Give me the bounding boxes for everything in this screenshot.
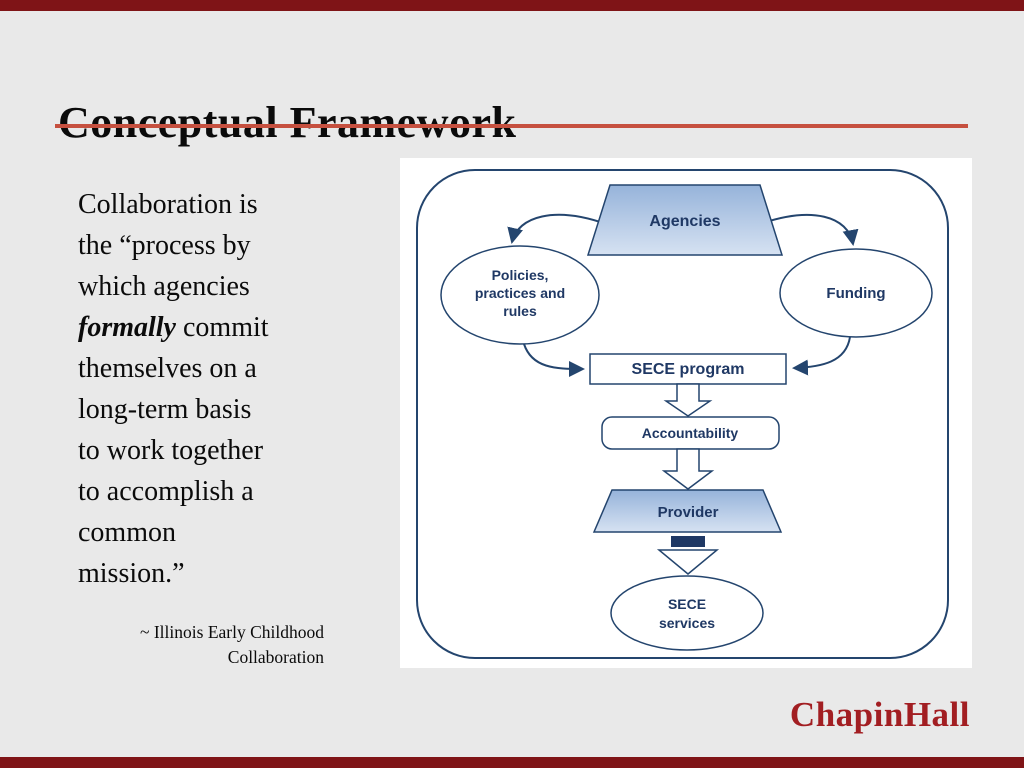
diagram-svg: Agencies Policies, practices and rules F… xyxy=(416,169,949,659)
sece-program-label: SECE program xyxy=(632,361,745,378)
policies-label-line1: Policies, xyxy=(492,267,549,283)
policies-label-line2: practices and xyxy=(475,285,565,301)
conceptual-framework-diagram: Agencies Policies, practices and rules F… xyxy=(400,158,972,668)
arrow-agencies-to-policies xyxy=(507,213,607,244)
quote-line: to work together xyxy=(78,435,264,466)
quote-emphasis: formally xyxy=(78,312,176,343)
bottom-edge-bar xyxy=(0,757,1024,768)
arrow-funding-to-sece-program xyxy=(792,336,851,376)
quote-attribution: ~ Illinois Early Childhood Collaboration xyxy=(76,620,324,670)
quote-line: Collaboration is xyxy=(78,189,258,220)
top-edge-bar xyxy=(0,0,1024,11)
quote-line: themselves on a xyxy=(78,353,257,384)
sece-services-label-line2: services xyxy=(659,615,715,631)
quote-line-rest: commit xyxy=(176,312,269,343)
provider-node xyxy=(592,489,783,533)
quote-line: which agencies xyxy=(78,271,250,302)
sece-services-node xyxy=(610,575,764,651)
attribution-line: ~ Illinois Early Childhood xyxy=(140,622,324,642)
quote-line: formally commit xyxy=(78,307,338,348)
policies-label-line3: rules xyxy=(503,303,537,319)
quote-line: to accomplish a xyxy=(78,476,254,507)
quote-text: Collaboration is the “process by which a… xyxy=(78,184,338,594)
funding-label: Funding xyxy=(826,285,885,302)
block-arrow-provider-to-services xyxy=(656,549,720,575)
provider-services-connector-bar xyxy=(671,536,705,547)
quote-line: mission.” xyxy=(78,558,185,589)
quote-line: common xyxy=(78,517,176,548)
diagram-border xyxy=(416,169,949,659)
title-underline xyxy=(55,124,968,128)
quote-line: long-term basis xyxy=(78,394,252,425)
page-title: Conceptual Framework xyxy=(58,98,517,148)
arrow-agencies-to-funding xyxy=(759,213,859,246)
agencies-node xyxy=(586,184,784,256)
sece-program-node xyxy=(589,353,787,385)
arrow-policies-to-sece-program xyxy=(523,343,585,377)
block-arrow-program-to-accountability xyxy=(663,383,713,417)
chapin-hall-logo: ChapinHall xyxy=(789,695,970,734)
provider-label: Provider xyxy=(658,504,719,521)
sece-services-label-line1: SECE xyxy=(668,596,706,612)
accountability-label: Accountability xyxy=(642,425,739,441)
policies-node xyxy=(440,245,600,345)
attribution-line: Collaboration xyxy=(227,647,324,667)
funding-node xyxy=(779,248,933,338)
agencies-label: Agencies xyxy=(649,213,720,230)
quote-line: the “process by xyxy=(78,230,251,261)
block-arrow-accountability-to-provider xyxy=(661,448,715,490)
